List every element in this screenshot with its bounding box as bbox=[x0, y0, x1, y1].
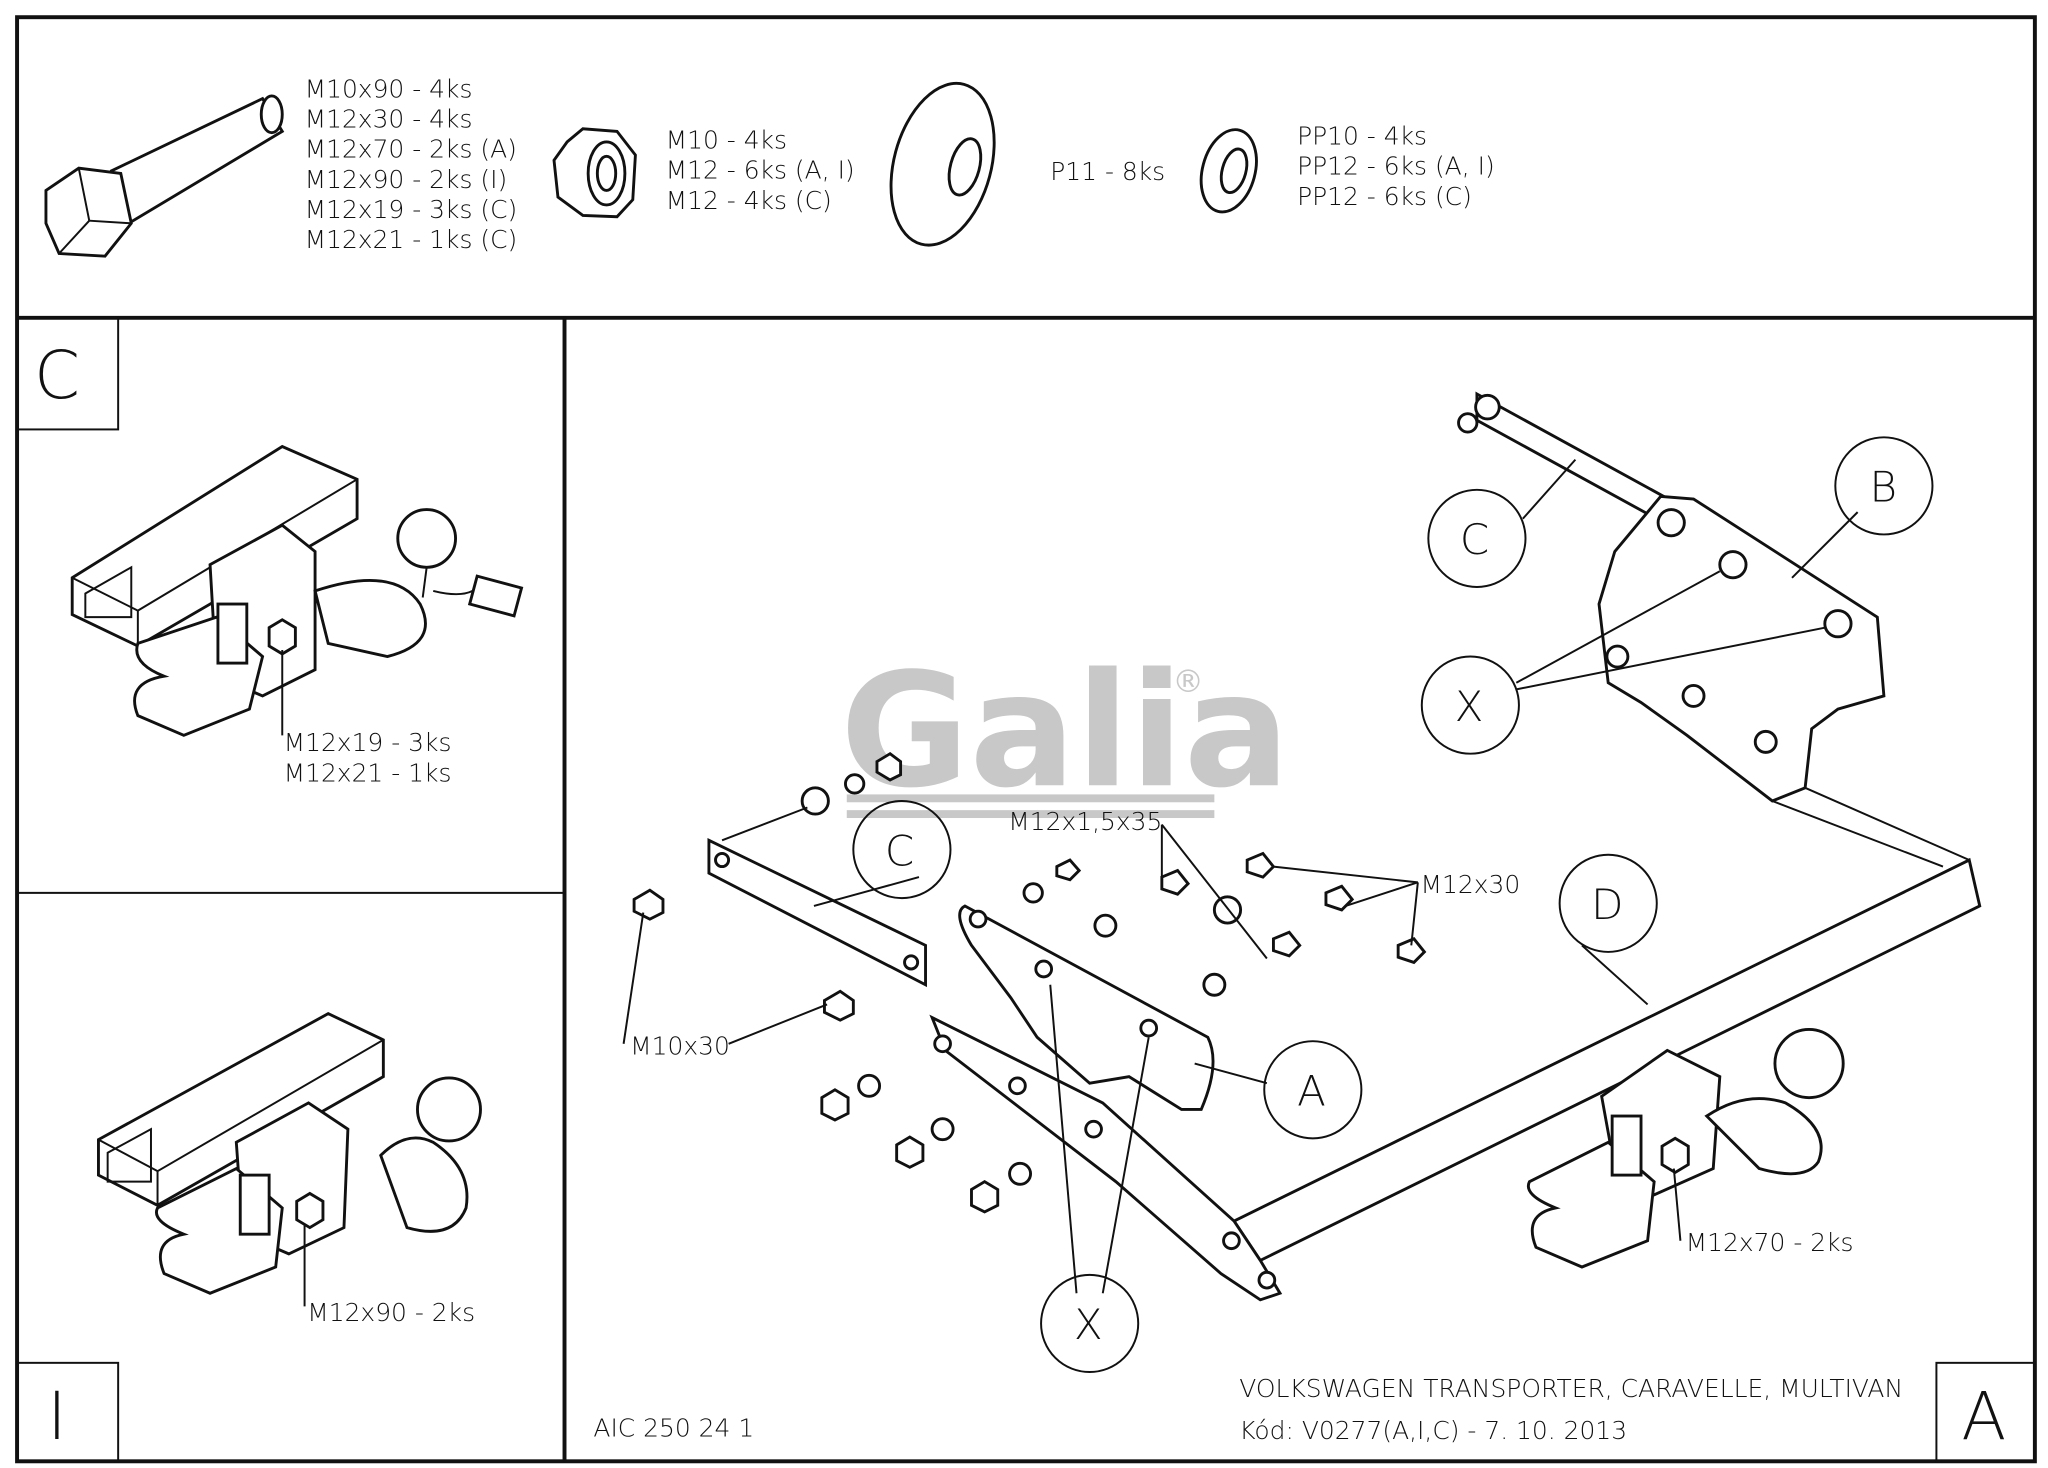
part-label: M12x70 - 2ks (A) bbox=[305, 135, 517, 164]
callout-letter: A bbox=[1297, 1067, 1326, 1116]
nut-icon bbox=[552, 127, 637, 219]
vehicle-title: VOLKSWAGEN TRANSPORTER, CARAVELLE, MULTI… bbox=[1239, 1374, 1903, 1403]
drawing-frame bbox=[15, 15, 2037, 1464]
callout-letter: C bbox=[1460, 515, 1489, 564]
large-washer-icon bbox=[889, 81, 996, 247]
part-label: M10 - 4ks bbox=[666, 125, 787, 154]
caption: M12x90 - 2ks bbox=[307, 1298, 475, 1327]
towbar-detachable-illustration bbox=[70, 444, 524, 737]
small-washer-icon bbox=[1199, 128, 1258, 214]
callout-letter: D bbox=[1591, 880, 1623, 929]
logo-text: Galia bbox=[840, 640, 1290, 823]
part-label: M12x19 - 3ks (C) bbox=[305, 195, 518, 224]
callout-letter: X bbox=[1074, 1300, 1103, 1349]
panel-letter-box bbox=[16, 1361, 120, 1463]
galia-logo-watermark: Galia ® bbox=[840, 640, 1290, 823]
callout-letter: X bbox=[1455, 682, 1484, 731]
plate-c bbox=[632, 751, 927, 1022]
callout-a: A bbox=[1263, 1040, 1363, 1140]
side-bracket-assembly bbox=[1457, 391, 1886, 803]
label-m10x30: M10x30 bbox=[630, 1031, 730, 1060]
part-label: M12x30 - 4ks bbox=[305, 104, 473, 133]
bracket-a bbox=[820, 851, 1427, 1214]
part-label: M12x21 - 1ks (C) bbox=[305, 225, 518, 254]
part-label: M12 - 6ks (A, I) bbox=[666, 156, 855, 185]
callout-letter: B bbox=[1869, 463, 1897, 512]
panel-letter-box bbox=[1935, 1361, 2036, 1463]
label-m12x70: M12x70 - 2ks bbox=[1686, 1228, 1854, 1257]
part-label: M12x90 - 2ks (I) bbox=[305, 165, 508, 194]
towbar-fixed-illustration bbox=[97, 1012, 482, 1307]
drawing-number: AIC 250 24 1 bbox=[593, 1413, 754, 1442]
code-date: Kód: V0277(A,I,C) - 7. 10. 2013 bbox=[1239, 1416, 1627, 1445]
towball-assembly bbox=[1526, 1027, 1845, 1269]
crossbar bbox=[929, 786, 1982, 1302]
callout-letter: C bbox=[885, 826, 914, 875]
callout-x-top: X bbox=[1420, 655, 1520, 755]
callout-b: B bbox=[1834, 436, 1934, 536]
label-m12x30: M12x30 bbox=[1420, 870, 1520, 899]
bolt-icon bbox=[44, 94, 285, 258]
leader-lines bbox=[622, 458, 1859, 1294]
label-m12x15x35: M12x1,5x35 bbox=[1008, 807, 1162, 836]
caption: M12x21 - 1ks bbox=[284, 758, 452, 787]
caption: M12x19 - 3ks bbox=[284, 728, 452, 757]
part-label: M12 - 4ks (C) bbox=[666, 186, 832, 215]
panel-letter-a: A bbox=[1961, 1379, 2006, 1455]
nut-list: M10 - 4ks M12 - 6ks (A, I) M12 - 4ks (C) bbox=[666, 125, 855, 214]
panel-letter-c: C bbox=[34, 338, 80, 414]
panel-letter-i: I bbox=[47, 1379, 66, 1455]
callout-x-bottom: X bbox=[1040, 1273, 1140, 1374]
panel-letter-box bbox=[16, 316, 120, 431]
bolt-list: M10x90 - 4ks M12x30 - 4ks M12x70 - 2ks (… bbox=[305, 74, 518, 254]
part-label: P11 - 8ks bbox=[1050, 157, 1165, 186]
callout-c-top: C bbox=[1427, 488, 1527, 588]
part-label: PP10 - 4ks bbox=[1297, 122, 1427, 151]
callout-c-left: C bbox=[852, 799, 952, 900]
part-label: PP12 - 6ks (C) bbox=[1297, 182, 1472, 211]
registered-mark: ® bbox=[1172, 664, 1204, 700]
part-label: PP12 - 6ks (A, I) bbox=[1297, 152, 1495, 181]
callout-d: D bbox=[1558, 853, 1658, 953]
part-label: M10x90 - 4ks bbox=[305, 74, 473, 103]
small-washer-list: PP10 - 4ks PP12 - 6ks (A, I) PP12 - 6ks … bbox=[1297, 122, 1495, 211]
